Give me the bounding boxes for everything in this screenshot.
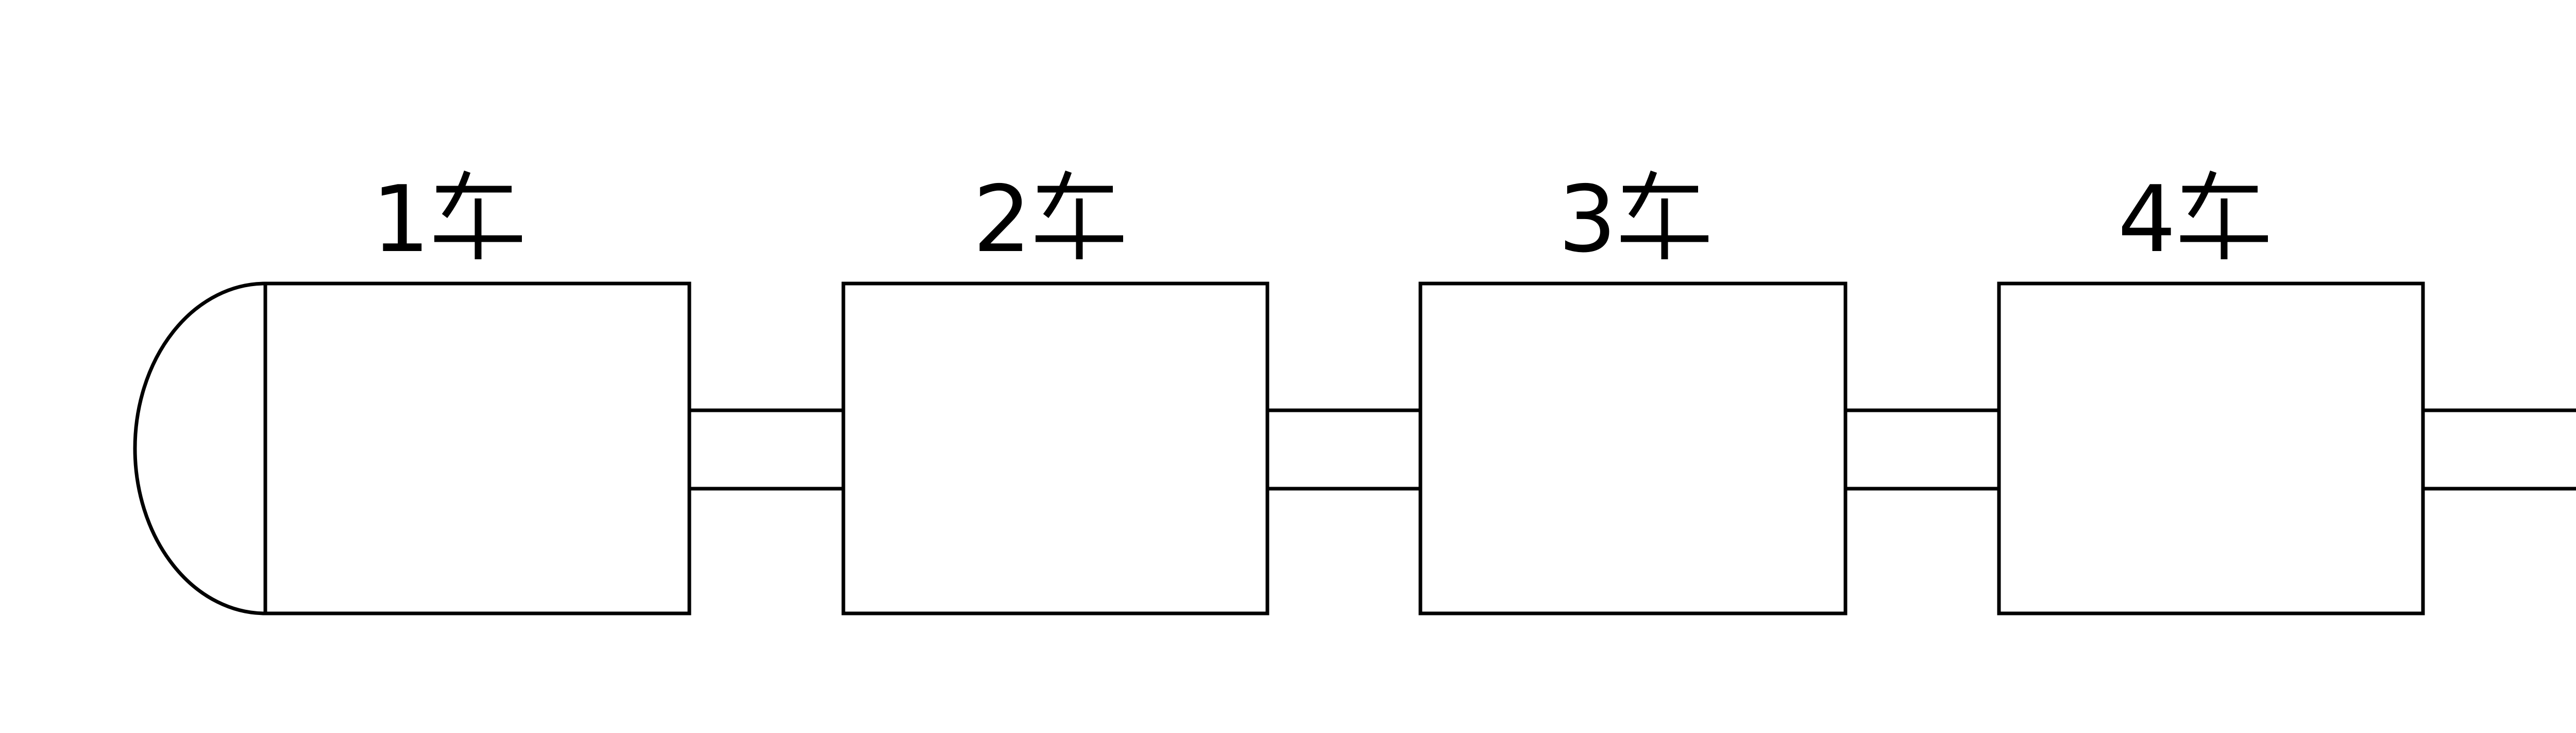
- car-3-body: [1418, 281, 1848, 615]
- car-1-body: [263, 281, 691, 615]
- car-4: 4: [1997, 166, 2425, 615]
- char-che-glyph: [1621, 172, 1708, 259]
- char-che-glyph: [2180, 172, 2268, 259]
- coupler-2-3: [1267, 408, 1420, 491]
- coupler-3-4: [1845, 408, 1999, 491]
- coupler-1-2: [689, 408, 843, 491]
- car-1-number: 1: [371, 166, 430, 273]
- car-2: 2: [841, 166, 1269, 615]
- coupler-4-5: [2423, 408, 2576, 491]
- car-3-label: 3: [1558, 166, 1708, 273]
- car-3: 3: [1418, 166, 1848, 615]
- car-3-number: 3: [1558, 166, 1616, 273]
- car-2-number: 2: [973, 166, 1031, 273]
- car-4-label: 4: [2117, 166, 2268, 273]
- char-che-glyph: [434, 172, 522, 259]
- car-1-nose: [133, 281, 266, 615]
- car-4-body: [1997, 281, 2425, 615]
- car-1: 1: [133, 166, 691, 615]
- car-1-label: 1: [371, 166, 522, 273]
- char-che-glyph: [1036, 172, 1123, 259]
- car-4-number: 4: [2117, 166, 2176, 273]
- car-2-label: 2: [973, 166, 1123, 273]
- car-2-body: [841, 281, 1269, 615]
